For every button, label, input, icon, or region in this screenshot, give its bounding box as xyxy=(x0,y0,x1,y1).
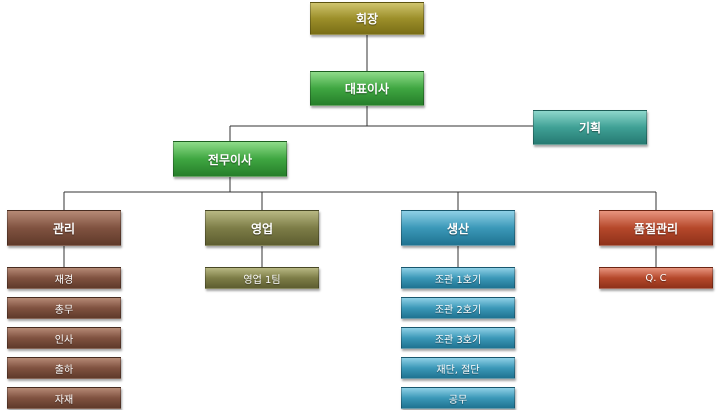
team-label: 재경 xyxy=(54,274,74,286)
team-label: 재단, 절단 xyxy=(436,364,480,376)
team-label: 공무 xyxy=(448,394,468,406)
node-management-team: 재경 xyxy=(7,267,121,289)
node-ceo-label: 대표이사 xyxy=(344,82,390,96)
team-label: 인사 xyxy=(54,334,74,346)
node-quality: 품질관리 xyxy=(599,210,713,246)
team-label: Q. C xyxy=(645,272,667,284)
node-production-label: 생산 xyxy=(446,221,470,236)
node-management-team: 인사 xyxy=(7,327,121,349)
node-production: 생산 xyxy=(401,210,515,246)
node-sales: 영업 xyxy=(205,210,319,246)
node-chairman-label: 회장 xyxy=(355,12,379,26)
node-management-team: 총무 xyxy=(7,297,121,319)
node-management: 관리 xyxy=(7,210,121,246)
node-chairman: 회장 xyxy=(310,2,424,35)
node-management-team: 자재 xyxy=(7,387,121,409)
node-quality-label: 품질관리 xyxy=(633,221,679,236)
node-production-team: 조관 3호기 xyxy=(401,327,515,349)
node-management-label: 관리 xyxy=(52,221,76,236)
node-production-team: 공무 xyxy=(401,387,515,409)
team-label: 조관 1호기 xyxy=(434,274,482,286)
team-label: 총무 xyxy=(54,304,74,316)
node-management-team: 출하 xyxy=(7,357,121,379)
team-label: 영업 1팀 xyxy=(243,274,281,286)
node-quality-team: Q. C xyxy=(599,267,713,289)
node-production-team: 조관 1호기 xyxy=(401,267,515,289)
team-label: 자재 xyxy=(54,394,74,406)
node-ceo: 대표이사 xyxy=(310,71,424,106)
team-label: 조관 2호기 xyxy=(434,304,482,316)
team-label: 출하 xyxy=(54,364,74,376)
node-production-team: 조관 2호기 xyxy=(401,297,515,319)
node-planning: 기획 xyxy=(533,110,647,145)
node-executive-director-label: 전무이사 xyxy=(207,152,253,167)
node-planning-label: 기획 xyxy=(578,121,602,135)
node-executive-director: 전무이사 xyxy=(173,141,287,177)
node-production-team: 재단, 절단 xyxy=(401,357,515,379)
node-sales-label: 영업 xyxy=(250,221,274,236)
node-sales-team: 영업 1팀 xyxy=(205,267,319,289)
team-label: 조관 3호기 xyxy=(434,334,482,346)
